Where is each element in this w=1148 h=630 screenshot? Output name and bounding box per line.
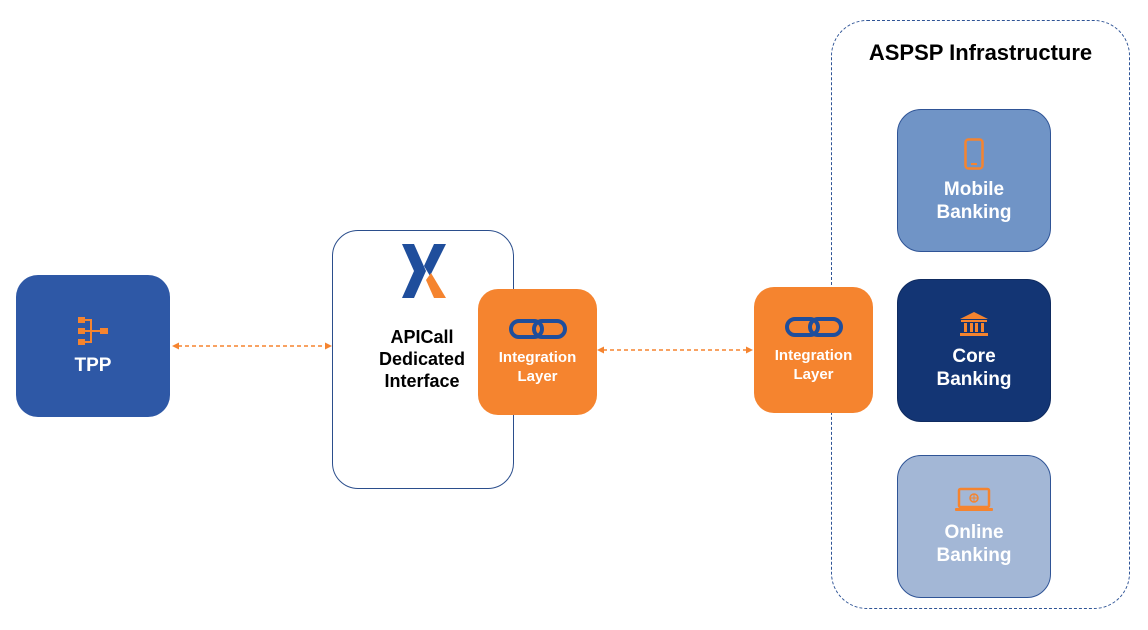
integration-right-label-line1: Integration [774, 347, 853, 364]
apicall-label: APICall Dedicated Interface [352, 326, 492, 392]
tpp-label: TPP [74, 354, 112, 376]
chain-link-icon [508, 319, 567, 339]
hierarchy-icon [78, 316, 108, 345]
apicall-label-line1: APICall [390, 327, 454, 347]
bank-building-icon [960, 311, 988, 336]
chain-link-icon [784, 317, 843, 337]
integration-layer-left[interactable]: Integration Layer [478, 289, 597, 415]
integration-layer-right[interactable]: Integration Layer [754, 287, 873, 413]
mobile-banking-label-line2: Banking [936, 201, 1012, 223]
aspsp-infrastructure-title: ASPSP Infrastructure [868, 40, 1093, 65]
apicall-label-line3: Interface [384, 371, 460, 391]
connector-integration-layers [597, 346, 753, 354]
integration-left-label-line2: Layer [517, 368, 558, 385]
online-banking-label-line1: Online [944, 521, 1004, 543]
core-banking-label-line1: Core [952, 345, 996, 367]
core-banking-node[interactable]: Core Banking [897, 279, 1051, 422]
integration-left-label-line1: Integration [498, 349, 577, 366]
mobile-banking-label-line1: Mobile [943, 178, 1005, 200]
connector-tpp-apicall [172, 342, 332, 350]
apicall-logo [402, 244, 446, 298]
laptop-icon [955, 487, 993, 511]
core-banking-label-line2: Banking [936, 368, 1012, 390]
online-banking-node[interactable]: Online Banking [897, 455, 1051, 598]
apicall-label-line2: Dedicated [378, 349, 466, 369]
online-banking-label-line2: Banking [936, 544, 1012, 566]
mobile-banking-node[interactable]: Mobile Banking [897, 109, 1051, 252]
smartphone-icon [964, 137, 984, 170]
integration-right-label-line2: Layer [793, 366, 834, 383]
tpp-node[interactable]: TPP [16, 275, 170, 417]
